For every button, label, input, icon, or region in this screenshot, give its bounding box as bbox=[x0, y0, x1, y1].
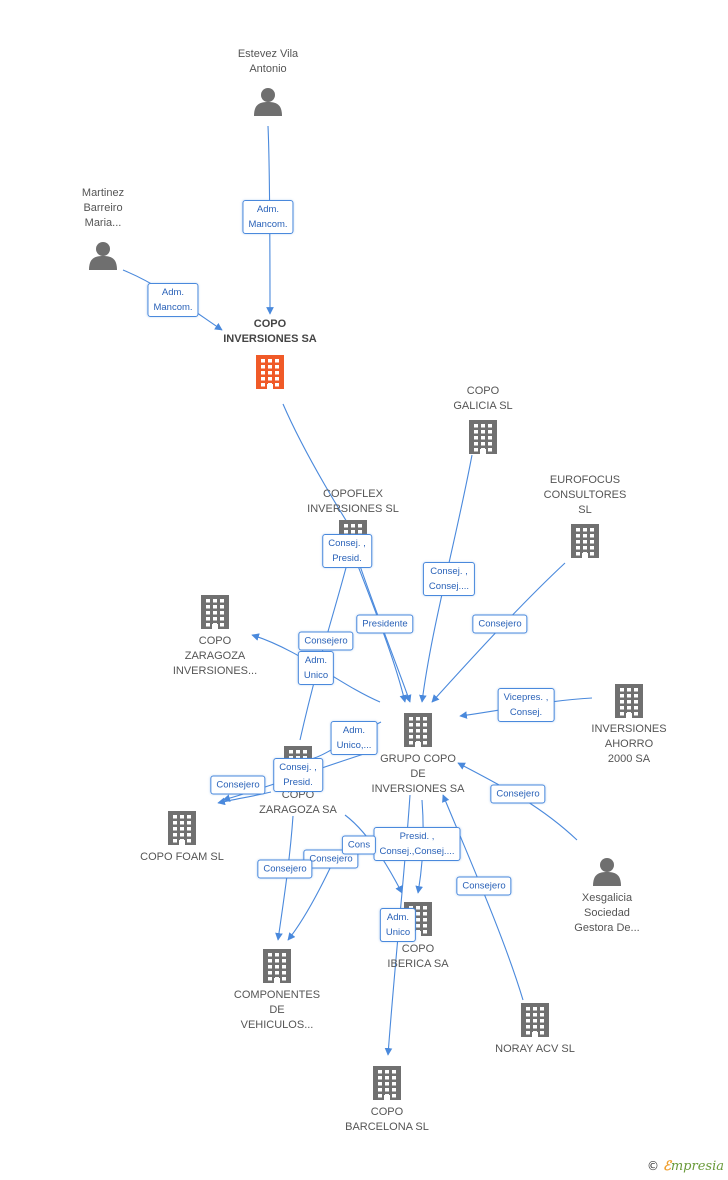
edge-line bbox=[442, 794, 524, 1001]
relation-badge[interactable]: Consejero bbox=[298, 631, 354, 651]
relation-badge[interactable]: Adm. Unico bbox=[297, 651, 335, 685]
company-building-icon[interactable] bbox=[615, 684, 643, 718]
copyright-icon: © bbox=[646, 1159, 659, 1173]
edge-line bbox=[357, 559, 412, 703]
company-building-icon[interactable] bbox=[469, 420, 497, 454]
relation-badge[interactable]: Cons bbox=[341, 835, 377, 855]
relation-badge[interactable]: Adm. Unico,... bbox=[330, 721, 378, 755]
relation-badge[interactable]: Consejero bbox=[472, 614, 528, 634]
relation-badge[interactable]: Consejero bbox=[257, 859, 313, 879]
node-label-inv-ahorro[interactable]: INVERSIONES AHORRO 2000 SA bbox=[591, 723, 667, 765]
relation-badge[interactable]: Adm. Unico bbox=[379, 908, 417, 942]
main-company-building-icon[interactable] bbox=[256, 355, 284, 389]
node-label-copo-inv[interactable]: COPO INVERSIONES SA bbox=[223, 318, 317, 345]
node-label-componentes[interactable]: COMPONENTES DE VEHICULOS... bbox=[233, 989, 321, 1031]
node-label-noray[interactable]: NORAY ACV SL bbox=[495, 1043, 575, 1055]
brand-footer: ©ℰmpresia bbox=[647, 1159, 724, 1174]
person-icon[interactable] bbox=[89, 242, 117, 270]
node-label-copo-galicia[interactable]: COPO GALICIA SL bbox=[453, 385, 513, 412]
company-building-icon[interactable] bbox=[521, 1003, 549, 1037]
brand-logo-letter: ℰ bbox=[662, 1159, 671, 1174]
relation-badge[interactable]: Adm. Mancom. bbox=[242, 200, 294, 234]
node-label-copo-zaragoza[interactable]: COPO ZARAGOZA SA bbox=[259, 789, 337, 816]
company-building-icon[interactable] bbox=[373, 1066, 401, 1100]
relation-badge[interactable]: Consej. , Presid. bbox=[273, 758, 323, 792]
node-label-martinez[interactable]: Martinez Barreiro Maria... bbox=[81, 187, 125, 229]
company-building-icon[interactable] bbox=[263, 949, 291, 983]
brand-name: mpresia bbox=[670, 1159, 724, 1174]
edge-line bbox=[217, 791, 272, 806]
relation-badge[interactable]: Presidente bbox=[356, 614, 414, 634]
relation-badge[interactable]: Presid. , Consej.,Consej.... bbox=[373, 827, 461, 861]
relation-badge[interactable]: Vicepres. , Consej. bbox=[497, 688, 555, 722]
company-building-icon[interactable] bbox=[201, 595, 229, 629]
company-building-icon[interactable] bbox=[404, 713, 432, 747]
node-label-estevez[interactable]: Estevez Vila Antonio bbox=[237, 48, 299, 75]
company-building-icon[interactable] bbox=[571, 524, 599, 558]
relation-badge[interactable]: Consej. , Presid. bbox=[322, 534, 372, 568]
node-label-grupo-copo[interactable]: GRUPO COPO DE INVERSIONES SA bbox=[371, 753, 465, 795]
relation-badge[interactable]: Consejero bbox=[210, 775, 266, 795]
node-label-eurofocus[interactable]: EUROFOCUS CONSULTORES SL bbox=[543, 474, 627, 516]
node-label-copo-barcelona[interactable]: COPO BARCELONA SL bbox=[345, 1106, 429, 1133]
node-label-copo-iberica[interactable]: COPO IBERICA SA bbox=[387, 943, 449, 970]
relation-badge[interactable]: Consejero bbox=[490, 784, 546, 804]
relation-badge[interactable]: Consej. , Consej.... bbox=[422, 562, 476, 596]
edge-line bbox=[275, 815, 294, 941]
company-building-icon[interactable] bbox=[168, 811, 196, 845]
edge-line bbox=[287, 861, 334, 941]
person-icon[interactable] bbox=[593, 858, 621, 886]
relation-badge[interactable]: Consejero bbox=[456, 876, 512, 896]
node-label-copoflex[interactable]: COPOFLEX INVERSIONES SL bbox=[307, 488, 399, 515]
node-label-copo-zar-inv[interactable]: COPO ZARAGOZA INVERSIONES... bbox=[172, 635, 258, 677]
node-label-xesgalicia[interactable]: Xesgalicia Sociedad Gestora De... bbox=[574, 892, 640, 934]
relation-badge[interactable]: Adm. Mancom. bbox=[147, 283, 199, 317]
node-label-copo-foam[interactable]: COPO FOAM SL bbox=[140, 851, 224, 863]
person-icon[interactable] bbox=[254, 88, 282, 116]
